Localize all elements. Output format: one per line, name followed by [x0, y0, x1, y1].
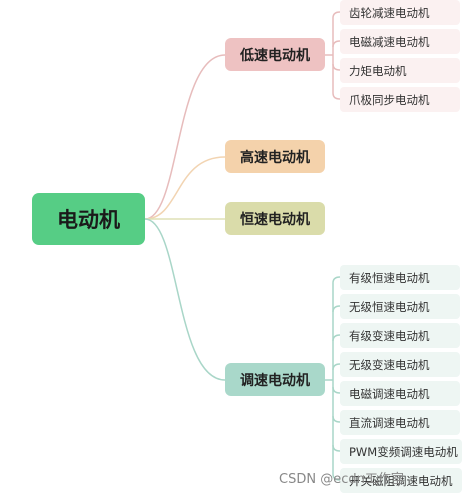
- link-leaf-3-5: [332, 415, 341, 423]
- branch-variable-speed-motor[interactable]: 调速电动机: [225, 363, 325, 396]
- link-leaf-3-6: [332, 444, 341, 452]
- link-root-to-branch-1: [144, 156, 226, 220]
- link-leaf-0-3: [332, 92, 341, 100]
- leaf-stepped-variable-speed-motor[interactable]: 有级变速电动机: [340, 323, 460, 348]
- link-leaf-3-0: [332, 276, 341, 284]
- leaf-gear-reduction-motor[interactable]: 齿轮减速电动机: [340, 0, 460, 25]
- leaf-claw-pole-synchronous-motor[interactable]: 爪极同步电动机: [340, 87, 460, 112]
- leaf-stepped-constant-speed-motor[interactable]: 有级恒速电动机: [340, 265, 460, 290]
- link-leaf-3-4: [332, 386, 341, 394]
- link-leaf-0-0: [332, 11, 341, 19]
- leaf-electromagnetic-speed-control-motor[interactable]: 电磁调速电动机: [340, 381, 460, 406]
- link-leaf-0-1: [332, 40, 341, 48]
- leaf-stepless-constant-speed-motor[interactable]: 无级恒速电动机: [340, 294, 460, 319]
- link-leaf-3-1: [332, 305, 341, 313]
- branch-high-speed-motor[interactable]: 高速电动机: [225, 140, 325, 173]
- branch-low-speed-motor[interactable]: 低速电动机: [225, 38, 325, 71]
- link-root-to-branch-3: [144, 218, 226, 381]
- link-leaf-3-2: [332, 334, 341, 342]
- leaf-torque-motor[interactable]: 力矩电动机: [340, 58, 460, 83]
- link-leaf-3-3: [332, 363, 341, 371]
- link-leaf-3-7: [332, 473, 341, 481]
- leaf-electromagnetic-reduction-motor[interactable]: 电磁减速电动机: [340, 29, 460, 54]
- leaf-stepless-variable-speed-motor[interactable]: 无级变速电动机: [340, 352, 460, 377]
- root-node[interactable]: 电动机: [32, 193, 145, 245]
- leaf-pwm-vfd-speed-control-motor[interactable]: PWM变频调速电动机: [340, 439, 462, 464]
- link-root-to-branch-0: [144, 54, 226, 220]
- leaf-switched-reluctance-speed-control-motor[interactable]: 开关磁阻调速电动机: [340, 468, 462, 493]
- watermark-text: CSDN @ecdn工作室: [279, 472, 404, 487]
- branch-constant-speed-motor[interactable]: 恒速电动机: [225, 202, 325, 235]
- link-leaf-0-2: [332, 63, 341, 71]
- leaf-dc-speed-control-motor[interactable]: 直流调速电动机: [340, 410, 460, 435]
